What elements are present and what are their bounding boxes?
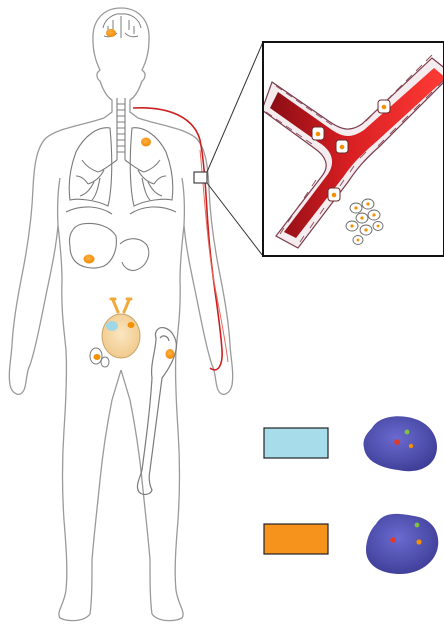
diaphragm [66, 207, 176, 214]
legend-swatch-blue [264, 428, 328, 458]
zoom-line-bottom [207, 183, 263, 256]
legend-cell-blue-nucleus-orange [409, 444, 413, 448]
pelvis [90, 299, 140, 367]
zoom-line-top [207, 42, 263, 172]
liver-metastasis [84, 255, 95, 264]
primary-tumor-orange-focus [128, 322, 135, 328]
abdomen [66, 207, 176, 271]
zoom-marker [194, 172, 207, 183]
vessel-inset [262, 42, 444, 256]
lung-metastasis [141, 138, 151, 147]
legend-cell-blue-nucleus-red [394, 439, 400, 445]
left-lung [69, 128, 111, 206]
legend-cell-blue-nucleus-green [405, 430, 410, 435]
bone-metastasis [166, 349, 175, 359]
primary-tumor-blue-focus [106, 321, 118, 331]
legend-cell-orange-nucleus-orange [416, 539, 421, 544]
torso-left-outline [9, 118, 121, 621]
stomach [120, 239, 149, 271]
lymph-node-right [101, 357, 109, 367]
legend-cell-orange-nucleus-green [415, 523, 420, 528]
legend-swatch-orange [264, 524, 328, 554]
primary-tumor [102, 314, 140, 358]
legend-cell-orange [366, 514, 438, 574]
right-arm-inner [182, 178, 184, 225]
trachea [117, 98, 125, 160]
legend [264, 416, 438, 574]
left-arm-inner [58, 178, 60, 225]
lymph-metastasis [94, 354, 101, 360]
legend-cell-orange-nucleus-red [390, 537, 396, 543]
brain-metastasis [106, 29, 116, 37]
legend-cell-blue [363, 416, 437, 471]
right-lung [130, 128, 172, 206]
urethra-tubes [113, 300, 129, 312]
